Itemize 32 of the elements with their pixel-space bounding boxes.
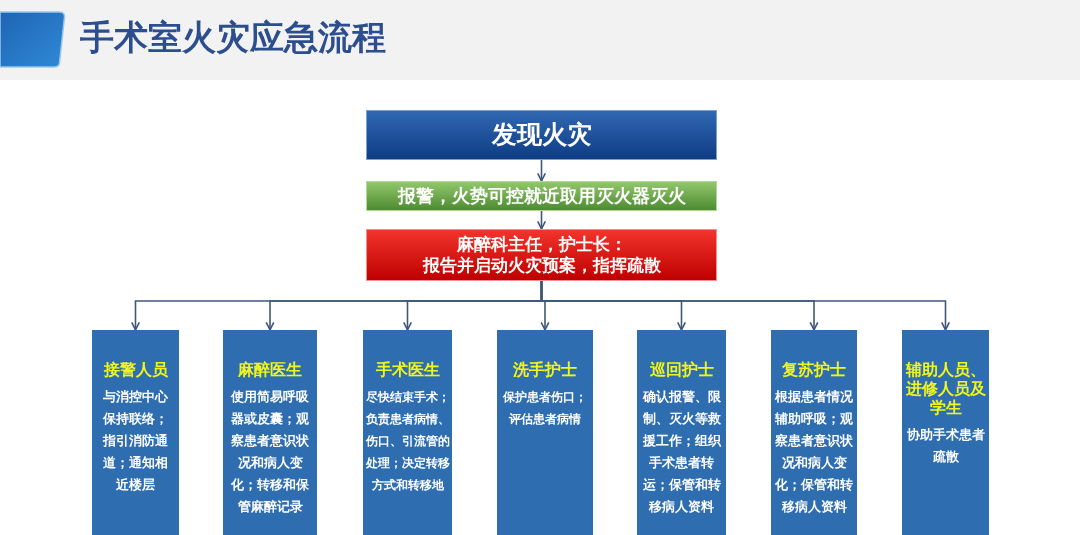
box-text: 发现火灾 [491,120,592,150]
page-title: 手术室火灾应急流程 [80,17,386,57]
role-box [902,330,989,535]
box-text: 根据患者情况辅助呼吸；观察患者意识状况和病人变化；保管和转移病人资料 [773,388,854,516]
role-box [363,330,452,535]
role-box [637,330,726,535]
process-box [366,229,717,281]
box-heading: 麻醉医生 [237,360,303,379]
box-text: 报警，火势可控就近取用灭火器灭火 [397,185,686,207]
box-text: 与消控中心保持联络；指引消防通道；通知相近楼层 [102,388,169,494]
role-box [92,330,179,535]
box-text: 使用简易呼吸器或皮囊；观察患者意识状况和病人变化；转移和保管麻醉记录 [231,388,309,516]
role-box [497,330,593,535]
box-text: 确认报警、限制、灭火等救援工作；组织手术患者转运；保管和转移病人资料 [641,388,722,516]
process-box [366,110,717,160]
box-heading: 复苏护士 [781,360,847,379]
box-text: 报告并启动火灾预案，指挥疏散 [422,255,661,276]
arrow [540,280,951,331]
arrow [536,210,547,230]
role-box [223,330,317,535]
role-box [771,330,857,535]
box-heading: 巡回护士 [648,360,715,379]
process-box [366,181,717,211]
box-text: 尽快结束手术；负责患者病情、伤口、引流管的处理；决定转移方式和转移地 [365,389,450,494]
box-text: 保护患者伤口；评估患者病情 [502,389,588,428]
box-heading: 接警人员 [102,360,169,379]
box-heading: 辅助人员、进修人员及学生 [905,360,986,417]
box-heading: 洗手护士 [512,360,578,379]
box-text: 协助手术患者疏散 [905,426,986,466]
box-text: 麻醉科主任，护士长： [456,234,627,255]
box-heading: 手术医生 [374,360,441,379]
arrow [536,159,547,182]
